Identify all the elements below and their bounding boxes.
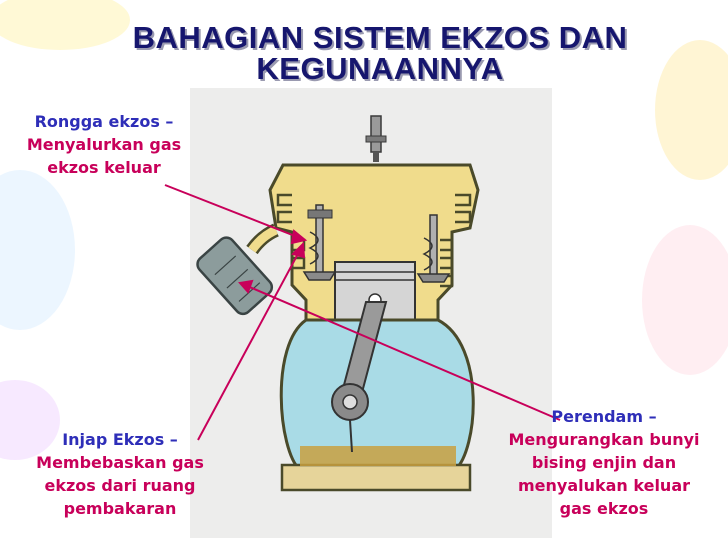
label-exhaust-port-line: Menyalurkan gas: [26, 135, 182, 154]
label-exhaust-port-head: Rongga ekzos –: [34, 112, 174, 131]
label-exhaust-port: Rongga ekzos – Menyalurkan gas ekzos kel…: [4, 110, 204, 179]
label-exhaust-valve-line: Membebaskan gas: [36, 453, 204, 472]
label-exhaust-valve: Injap Ekzos – Membebaskan gas ekzos dari…: [10, 428, 230, 520]
page-title: BAHAGIAN SISTEM EKZOS DAN KEGUNAANNYA: [60, 22, 700, 84]
crank-dipper: [349, 419, 353, 453]
decor-balloon: [0, 170, 75, 330]
label-muffler-line: bising enjin dan: [531, 453, 677, 472]
label-exhaust-valve-line: pembakaran: [63, 499, 177, 518]
arrow-rongga-head: [290, 229, 308, 245]
connecting-rod: [331, 301, 388, 421]
oil-sump: [300, 446, 456, 466]
arrow-injap: [197, 249, 301, 441]
muffler: [196, 223, 279, 316]
intake-valve: [416, 214, 451, 283]
label-exhaust-valve-head: Injap Ekzos –: [62, 430, 178, 449]
label-exhaust-valve-line: ekzos dari ruang: [44, 476, 196, 495]
crankcase-flange: [280, 463, 472, 492]
arrow-rongga: [164, 184, 301, 239]
exhaust-valve: [302, 204, 337, 281]
spark-plug: [365, 115, 387, 162]
label-muffler-head: Perendam –: [551, 407, 657, 426]
arrow-injap-head: [291, 241, 306, 259]
decor-balloon: [655, 40, 728, 180]
title-line-1: BAHAGIAN SISTEM EKZOS DAN: [132, 20, 628, 55]
label-muffler-line: gas ekzos: [559, 499, 649, 518]
title-line-2: KEGUNAANNYA: [256, 51, 504, 86]
decor-balloon: [642, 225, 728, 375]
decor-balloon: [0, 0, 130, 50]
arrow-perendam: [244, 284, 561, 421]
label-muffler-line: Mengurangkan bunyi: [508, 430, 700, 449]
decor-balloon: [0, 380, 60, 460]
label-muffler-line: menyalukan keluar: [517, 476, 691, 495]
label-muffler: Perendam – Mengurangkan bunyi bising enj…: [486, 405, 722, 520]
label-exhaust-port-line: ekzos keluar: [47, 158, 161, 177]
arrow-perendam-head: [238, 279, 254, 294]
cooling-fins-right: [440, 193, 472, 288]
